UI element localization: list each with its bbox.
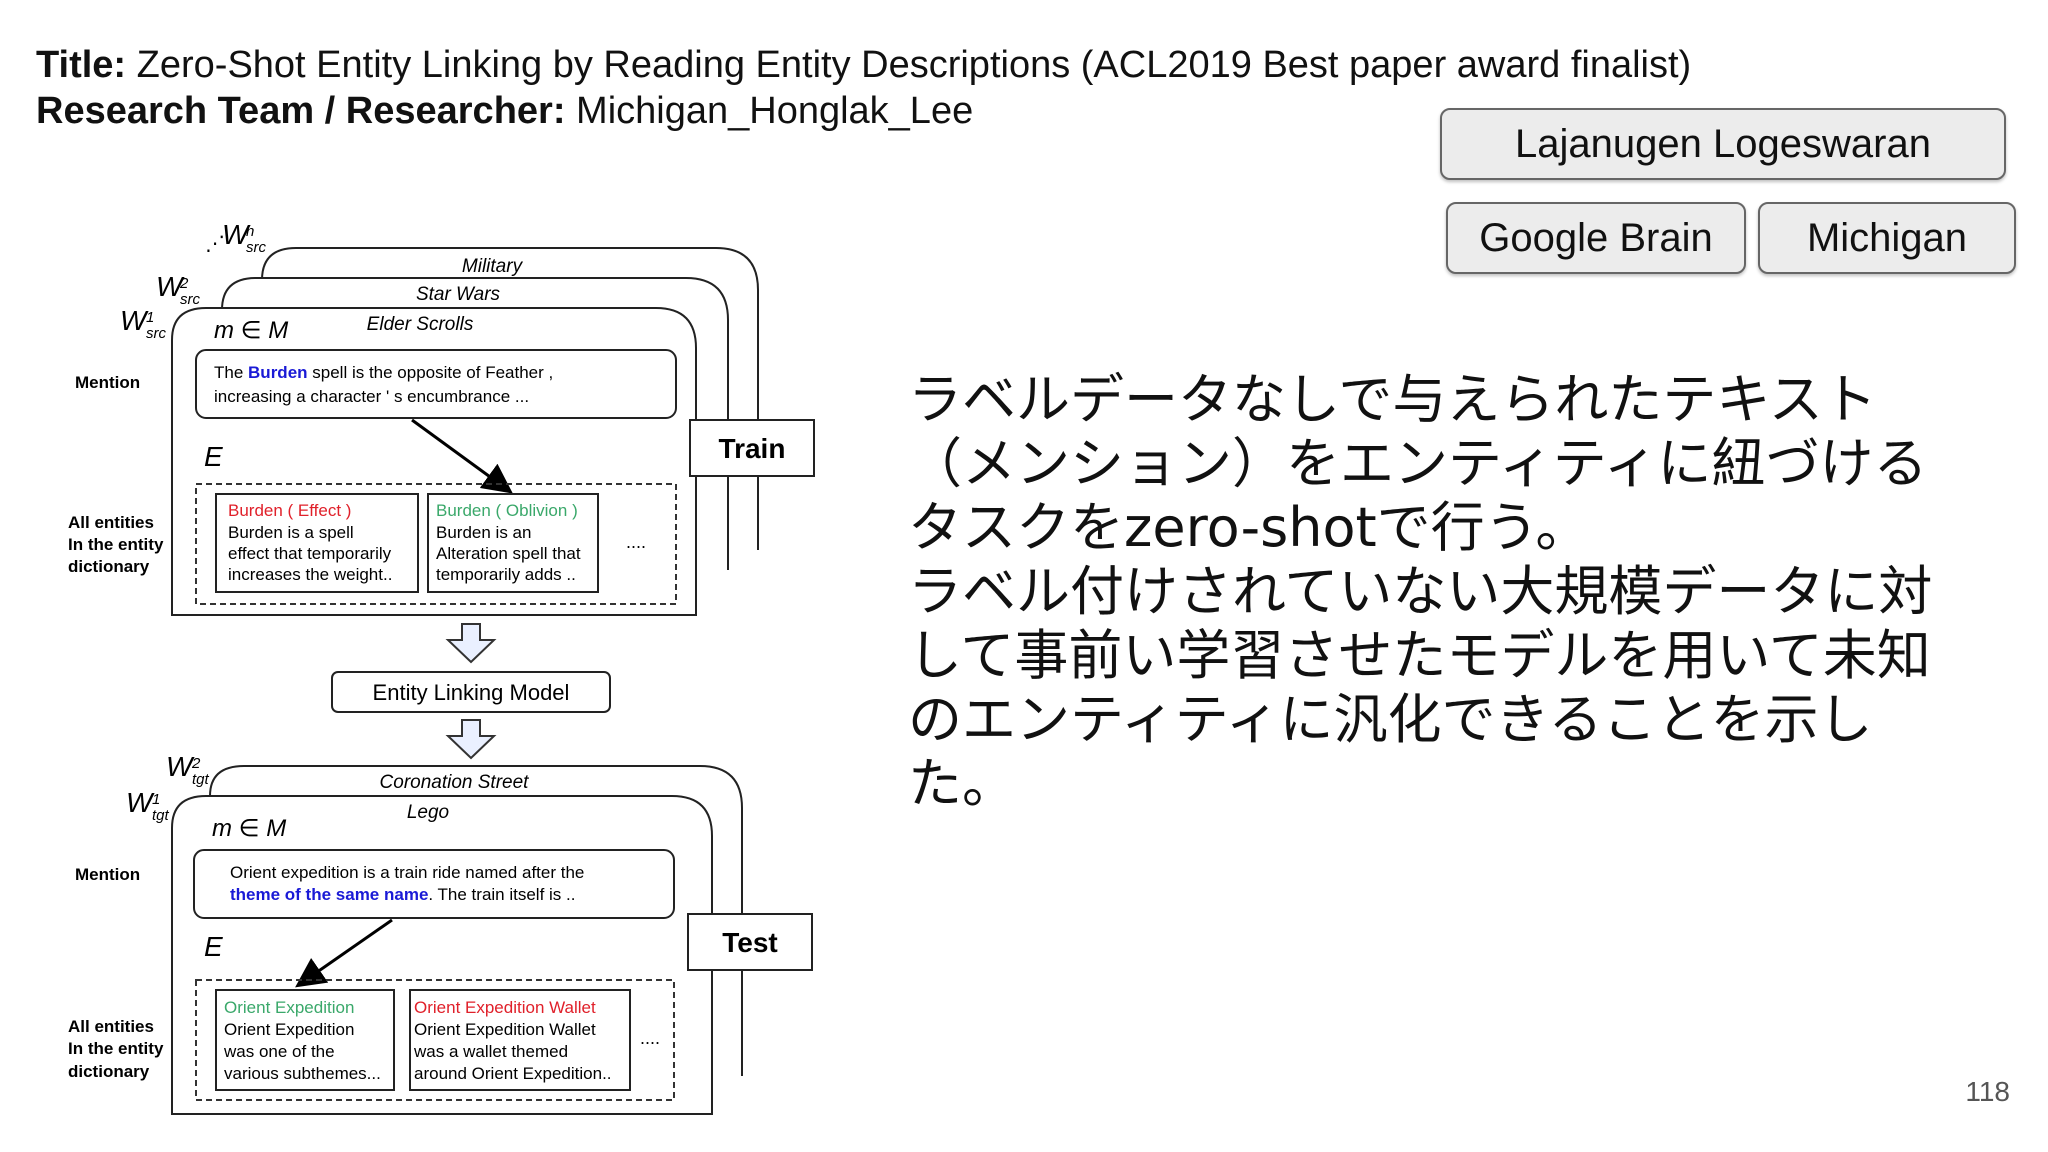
train-entities-label: All entities In the entity dictionary: [68, 513, 164, 576]
train-mention-text-line2: increasing a character ' s encumbrance .…: [214, 387, 529, 406]
description-line-1: ラベルデータなしで与えられたテキスト（メンション）をエンティティに紐づけるタスク…: [908, 368, 1928, 559]
train-mention-text: The Burden spell is the opposite of Feat…: [214, 363, 553, 382]
svg-text:Burden ( Effect ): Burden ( Effect ): [228, 501, 351, 520]
svg-text:temporarily adds ..: temporarily adds ..: [436, 565, 576, 584]
test-mention-label: Mention: [75, 865, 140, 884]
svg-text:Orient Expedition Wallet: Orient Expedition Wallet: [414, 1020, 596, 1039]
test-entity-card-2-text: Orient Expedition Wallet Orient Expediti…: [413, 998, 612, 1083]
svg-text:src: src: [180, 291, 200, 308]
author-tag: Lajanugen Logeswaran: [1440, 108, 2006, 180]
affiliation-tag-michigan: Michigan: [1758, 202, 2016, 274]
svg-text:was a wallet themed: was a wallet themed: [413, 1042, 568, 1061]
svg-text:around Orient Expedition..: around Orient Expedition..: [414, 1064, 612, 1083]
svg-text:Orient Expedition: Orient Expedition: [224, 1020, 354, 1039]
svg-text:In the entity: In the entity: [68, 1039, 164, 1058]
entity-linking-model-label: Entity Linking Model: [373, 680, 570, 705]
page-number: 118: [1965, 1076, 2010, 1107]
svg-text:n: n: [246, 223, 254, 240]
svg-text:2: 2: [179, 275, 189, 292]
svg-text:All entities: All entities: [68, 1017, 154, 1036]
svg-text:Orient Expedition Wallet: Orient Expedition Wallet: [414, 998, 596, 1017]
affiliation-tag-google-brain: Google Brain: [1446, 202, 1746, 274]
test-link-arrow: [295, 918, 393, 988]
test-entities-label: All entities In the entity dictionary: [68, 1017, 164, 1081]
svg-text:W: W: [222, 219, 251, 250]
research-team: Michigan_Honglak_Lee: [565, 90, 974, 132]
train-entity-card-1: [215, 493, 419, 593]
svg-text:increases the weight..: increases the weight..: [228, 565, 392, 584]
svg-text:Burden is an: Burden is an: [436, 523, 531, 542]
train-mention-symbol: m ∈ M: [214, 317, 288, 344]
svg-text:tgt: tgt: [152, 807, 170, 824]
svg-text:All entities: All entities: [68, 513, 154, 532]
svg-text:Alteration spell that: Alteration spell that: [436, 544, 581, 563]
svg-text:dictionary: dictionary: [68, 1062, 150, 1081]
test-mention-box: [193, 849, 675, 919]
train-entity-card-1-text: Burden ( Effect ) Burden is a spell effe…: [228, 501, 392, 584]
down-arrow-1: [445, 623, 497, 664]
svg-text:various subthemes...: various subthemes...: [224, 1064, 381, 1083]
train-link-arrow: [411, 418, 513, 494]
train-stage-box: [689, 419, 815, 477]
svg-text:W: W: [120, 305, 149, 336]
paper-title: Zero-Shot Entity Linking by Reading Enti…: [126, 44, 1692, 86]
train-mention-box: [195, 349, 677, 419]
svg-text:W: W: [126, 787, 155, 818]
test-entity-card-2: [409, 989, 631, 1091]
svg-text:tgt: tgt: [192, 771, 210, 788]
test-stage-label: Test: [722, 927, 778, 958]
test-stage-box: [687, 913, 813, 971]
svg-text:Burden ( Oblivion ): Burden ( Oblivion ): [436, 501, 578, 520]
svg-text:effect that temporarily: effect that temporarily: [228, 544, 392, 563]
svg-text:2: 2: [191, 755, 201, 772]
research-team-line: Research Team / Researcher: Michigan_Hon…: [36, 88, 973, 134]
test-mention-text-line1: Orient expedition is a train ride named …: [230, 863, 584, 882]
svg-text:was one of the: was one of the: [223, 1042, 335, 1061]
svg-text:Orient Expedition: Orient Expedition: [224, 998, 354, 1017]
test-entity-card-1: [215, 989, 395, 1091]
train-entity-card-2: [427, 493, 599, 593]
train-entity-ellipsis: ....: [626, 532, 646, 552]
description-line-2: ラベル付けされていない大規模データに対して事前い学習させたモデルを用いて未知のエ…: [908, 560, 1933, 815]
svg-text:dictionary: dictionary: [68, 557, 150, 576]
train-world-label-starwars: Star Wars: [416, 284, 501, 305]
test-world-label-lego: Lego: [407, 802, 449, 823]
svg-text:W: W: [166, 751, 195, 782]
svg-text:W: W: [156, 271, 185, 302]
svg-text:In the entity: In the entity: [68, 535, 164, 554]
svg-text:Burden is a spell: Burden is a spell: [228, 523, 354, 542]
svg-text:src: src: [246, 239, 266, 256]
train-mention-label: Mention: [75, 373, 140, 392]
svg-text:src: src: [146, 325, 166, 342]
train-stage-label: Train: [719, 433, 786, 464]
svg-text:⋰: ⋰: [205, 233, 225, 255]
zero-shot-entity-linking-figure: Military Star Wars Elder Scrolls W n src…: [68, 219, 815, 1115]
paper-title-line: Title: Zero-Shot Entity Linking by Readi…: [36, 42, 1691, 88]
svg-text:1: 1: [146, 309, 154, 326]
test-world-label-coronation: Coronation Street: [380, 772, 530, 793]
title-label: Title:: [36, 44, 127, 86]
entity-linking-model-box: [331, 671, 611, 713]
test-mention-text-line2: theme of the same name. The train itself…: [230, 885, 575, 904]
train-world-label-elderscrolls: Elder Scrolls: [367, 314, 474, 335]
train-entity-dictionary-box: [195, 483, 677, 605]
down-arrow-2: [445, 719, 497, 760]
description-text: ラベルデータなしで与えられたテキスト（メンション）をエンティティに紐づけるタスク…: [908, 368, 1948, 816]
test-entity-dictionary-box: [195, 979, 675, 1101]
svg-text:1: 1: [152, 791, 160, 808]
train-entity-card-2-text: Burden ( Oblivion ) Burden is an Alterat…: [436, 501, 581, 584]
test-world-symbols: W 2 tgt W 1 tgt: [126, 751, 210, 824]
test-entity-card-1-text: Orient Expedition Orient Expedition was …: [223, 998, 381, 1083]
train-entity-set-symbol: E: [204, 441, 223, 472]
test-entity-set-symbol: E: [204, 931, 223, 962]
test-entity-ellipsis: ....: [640, 1028, 660, 1048]
train-world-label-military: Military: [462, 256, 524, 277]
train-world-symbols: W n src W 2 src W 1 src ⋰: [120, 219, 266, 342]
test-mention-symbol: m ∈ M: [212, 815, 286, 842]
team-label: Research Team / Researcher:: [36, 90, 566, 132]
